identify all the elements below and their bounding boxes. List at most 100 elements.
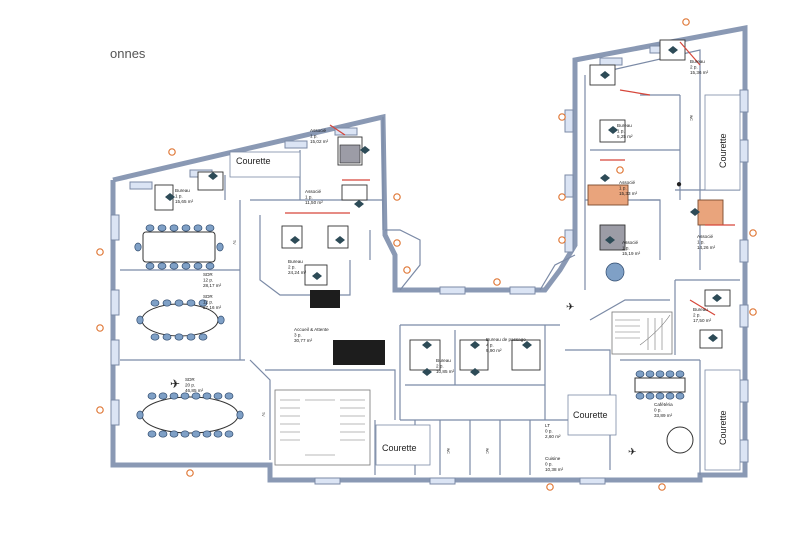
chair	[635, 370, 645, 378]
courette-right-bottom-label: Courette	[718, 410, 728, 445]
chair	[645, 370, 655, 378]
room-capacity: 0 p.	[545, 429, 553, 434]
chair	[198, 299, 208, 307]
room-capacity: 1 p.	[617, 129, 625, 134]
chair	[675, 370, 685, 378]
room-title: SDR	[185, 377, 195, 382]
tv-label: TV	[261, 412, 265, 417]
chair	[224, 392, 234, 400]
chair	[645, 392, 655, 400]
room-area: 27,16 m²	[203, 305, 222, 310]
chair	[158, 430, 168, 438]
wc-label: WC	[689, 115, 693, 121]
window-marker	[393, 193, 401, 201]
chair	[157, 262, 167, 270]
window-marker	[96, 324, 104, 332]
chair	[193, 262, 203, 270]
chair	[180, 392, 190, 400]
header-text: onnes	[110, 46, 146, 61]
room-title: Associé	[622, 240, 639, 245]
room-title: Bureau	[617, 123, 632, 128]
chair	[147, 392, 157, 400]
room-capacity: 1 p.	[619, 186, 627, 191]
room-area: 10,85 m²	[436, 369, 455, 374]
chair	[665, 392, 675, 400]
window-marker	[96, 406, 104, 414]
chair	[655, 370, 665, 378]
room-title: Cafétéria	[654, 402, 673, 407]
room-area: 15,19 m²	[622, 251, 641, 256]
window-marker	[658, 483, 666, 491]
window-marker	[682, 18, 690, 26]
window-marker	[493, 278, 501, 286]
room-capacity: 3 p.	[294, 333, 302, 338]
window-markers	[96, 18, 757, 491]
chair	[181, 262, 191, 270]
chair	[675, 392, 685, 400]
room-capacity: 1 p.	[175, 194, 183, 199]
room-capacity: 0 p.	[654, 408, 662, 413]
room-capacity: 12 p.	[203, 278, 213, 283]
interior-partitions	[120, 75, 740, 475]
room-capacity: 1 p.	[622, 246, 630, 251]
room-title: SDR	[203, 294, 213, 299]
room-title: Bureau	[693, 307, 708, 312]
chair	[665, 370, 675, 378]
chair	[162, 333, 172, 341]
courette-mid-label: Courette	[573, 410, 608, 420]
window-marker	[558, 236, 566, 244]
chair	[217, 315, 225, 325]
room-label-lt: LT0 p.2,60 m²	[545, 423, 561, 439]
chair	[180, 430, 190, 438]
room-area: 15,02 m²	[310, 139, 329, 144]
courette-top-label: Courette	[236, 156, 271, 166]
room-title: Bureau	[288, 259, 303, 264]
chair	[158, 392, 168, 400]
room-area: 15,36 m²	[690, 70, 709, 75]
wc-label: WC	[446, 448, 450, 454]
cafeteria-table	[634, 370, 694, 454]
room-area: 15,65 m²	[175, 199, 194, 204]
room-capacity: 1 p.	[697, 240, 705, 245]
meeting-table-sdr-12b	[136, 299, 225, 341]
chair	[136, 410, 144, 420]
chair	[202, 392, 212, 400]
room-capacity: 1 p.	[310, 134, 318, 139]
wc-labels: WC WC WC	[446, 115, 693, 454]
chair	[193, 224, 203, 232]
chair	[205, 262, 215, 270]
outer-walls	[110, 24, 748, 483]
room-title: Accueil & Attente	[294, 327, 329, 332]
room-capacity: 2 p.	[436, 364, 444, 369]
chair	[236, 410, 244, 420]
chair	[150, 299, 160, 307]
room-capacity: 4 p.	[486, 343, 494, 348]
staircase-main	[274, 389, 371, 466]
room-area: 14,26 m²	[697, 245, 716, 250]
chair	[150, 333, 160, 341]
room-area: 30,77 m²	[294, 338, 313, 343]
window-marker	[186, 469, 194, 477]
meeting-table-sdr-20	[136, 392, 244, 438]
meeting-table-sdr-12a	[134, 224, 224, 270]
chair	[169, 224, 179, 232]
chair	[169, 392, 179, 400]
courette-areas: Courette Courette Courette Courette Cour…	[229, 94, 741, 471]
window-marker	[546, 483, 554, 491]
chair	[213, 392, 223, 400]
room-area: 24,24 m²	[288, 270, 307, 275]
room-title: SDR	[203, 272, 213, 277]
chair	[216, 242, 224, 252]
room-capacity: 12 p.	[203, 300, 213, 305]
